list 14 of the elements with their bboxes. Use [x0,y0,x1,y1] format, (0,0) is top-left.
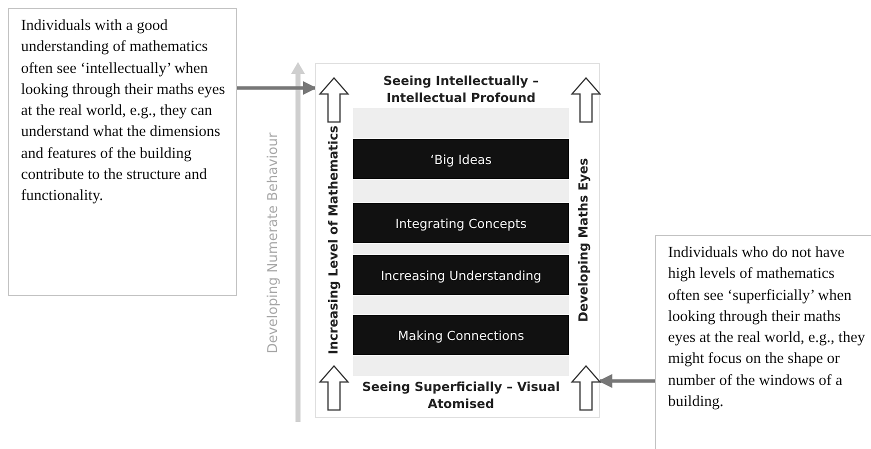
level-bar: Integrating Concepts [353,203,569,243]
level-bar: Making Connections [353,315,569,355]
panel-frame [315,63,600,418]
arrow [237,81,317,95]
axis-label: Developing Numerate Behaviour [265,132,281,354]
callout-box: Individuals with a good understanding of mathematics often see ‘intellectually’ when looking through their maths eyes at the real world, e.g., they can understand what the dimensions and features of the building contribute to the structure and functionality. [8,8,237,296]
level-bar: ‘Big Ideas [353,139,569,179]
level-heading: Seeing Superficially – Visual Atomised [361,378,561,412]
callout-box: Individuals who do not have high levels of mathematics often see ‘superficially’ when looking through their maths eyes at the real world, e.g., they might focus on the shape or number of the windows of a building. [655,235,871,449]
axis-label: Developing Maths Eyes [576,158,590,322]
axis-label: Increasing Level of Mathematics [326,126,340,354]
level-bar: Increasing Understanding [353,255,569,295]
level-heading: Seeing Intellectually – Intellectual Profound [382,72,540,106]
arrow [598,374,655,388]
